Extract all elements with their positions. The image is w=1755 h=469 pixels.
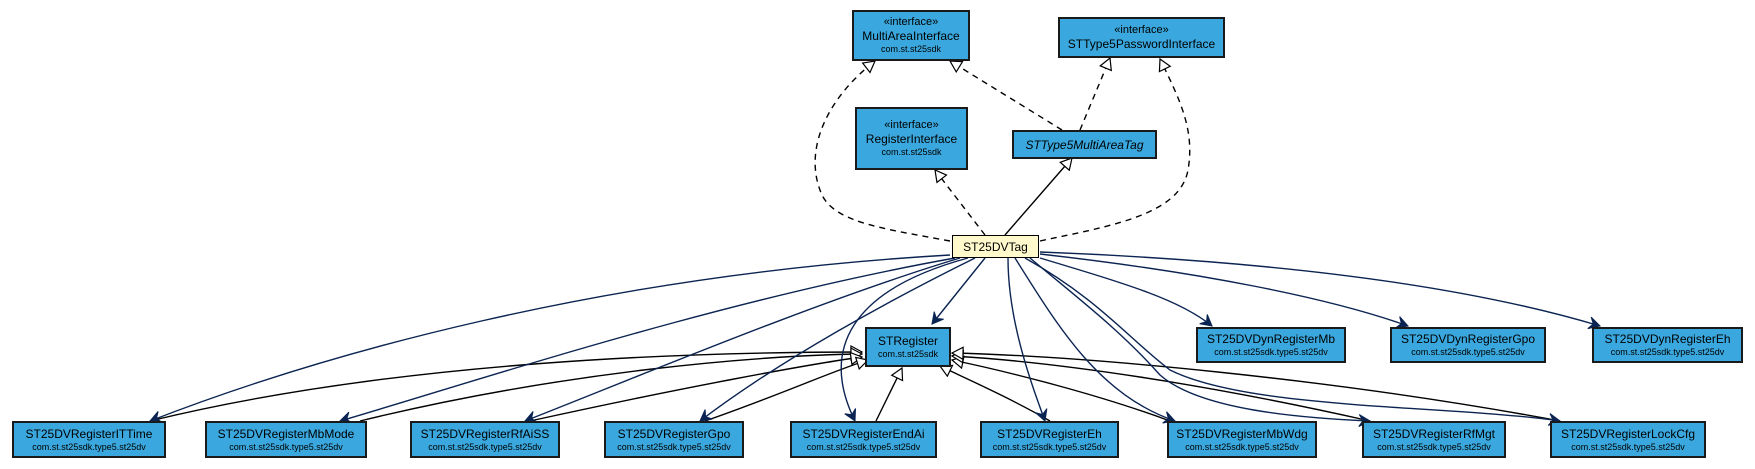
node-st25dv-register-gpo[interactable]: ST25DVRegisterGpo com.st.st25sdk.type5.s… [604, 421, 744, 458]
node-stereotype: «interface» [884, 119, 939, 131]
edge-rfmgt-stregister [952, 356, 1371, 422]
node-title: ST25DVDynRegisterMb [1206, 332, 1336, 346]
edge-endai-stregister [875, 368, 902, 422]
edge-dvtag-eh [1007, 257, 1048, 422]
edge-gpo-stregister [704, 360, 868, 422]
edge-dvtag-dyneh [1039, 251, 1602, 330]
node-package: com.st.st25sdk.type5.st25dv [1377, 441, 1491, 452]
edge-mbmode-stregister [359, 354, 862, 422]
node-st25dv-dyn-register-gpo[interactable]: ST25DVDynRegisterGpo com.st.st25sdk.type… [1390, 327, 1546, 363]
node-title: ST25DVRegisterRfMgt [1372, 426, 1496, 441]
node-st25dv-dyn-register-eh[interactable]: ST25DVDynRegisterEh com.st.st25sdk.type5… [1592, 327, 1743, 363]
edge-dvtag-dynmb [1039, 257, 1213, 327]
node-package: com.st.st25sdk.type5.st25dv [32, 441, 146, 452]
node-multiarea-interface[interactable]: «interface» MultiAreaInterface com.st.st… [852, 10, 970, 61]
node-title: MultiAreaInterface [862, 29, 960, 43]
edge-rfaiss-stregister [529, 357, 862, 422]
edge-type5multiarea-type5pwd [1079, 58, 1110, 131]
node-package: com.st.st25sdk.type5.st25dv [1214, 347, 1328, 357]
edge-eh-stregister [940, 366, 1051, 422]
node-title: ST25DVRegisterMbWdg [1176, 426, 1308, 441]
node-st25dv-register-lockcfg[interactable]: ST25DVRegisterLockCfg com.st.st25sdk.typ… [1550, 421, 1706, 458]
node-title: STRegister [877, 334, 939, 348]
node-title: STType5MultiAreaTag [1025, 137, 1144, 152]
node-stereotype: «interface» [1114, 24, 1169, 36]
node-st25dv-tag[interactable]: ST25DVTag [952, 235, 1039, 258]
node-title: ST25DVRegisterITTime [25, 426, 153, 441]
edge-dvtag-type5pwd [1039, 59, 1191, 242]
edge-dvtag-register-interface [935, 170, 986, 236]
node-st25dv-register-ittime[interactable]: ST25DVRegisterITTime com.st.st25sdk.type… [12, 421, 166, 458]
node-package: com.st.st25sdk [881, 147, 942, 157]
edge-dvtag-type5multiarea [1004, 158, 1072, 236]
realization-edges [814, 58, 1191, 242]
node-package: com.st.st25sdk.type5.st25dv [1610, 347, 1725, 357]
node-package: com.st.st25sdk.type5.st25dv [1185, 441, 1299, 452]
node-title: ST25DVRegisterEndAi [802, 426, 925, 441]
node-st25dv-register-eh[interactable]: ST25DVRegisterEh com.st.st25sdk.type5.st… [980, 421, 1119, 458]
node-sttype5-multiarea-tag[interactable]: STType5MultiAreaTag [1012, 130, 1157, 159]
edge-dvtag-mbwdg [1014, 257, 1176, 424]
node-title: ST25DVRegisterLockCfg [1560, 426, 1696, 441]
node-package: com.st.st25sdk [877, 349, 939, 359]
node-title: ST25DVDynRegisterGpo [1400, 332, 1536, 346]
node-st25dv-dyn-register-mb[interactable]: ST25DVDynRegisterMb com.st.st25sdk.type5… [1196, 327, 1346, 363]
node-st25dv-register-endai[interactable]: ST25DVRegisterEndAi com.st.st25sdk.type5… [790, 421, 937, 458]
node-title: ST25DVDynRegisterEh [1604, 332, 1731, 346]
node-title: ST25DVRegisterMbMode [217, 426, 355, 441]
edge-dvtag-stregister [931, 257, 986, 325]
node-package: com.st.st25sdk.type5.st25dv [992, 441, 1107, 452]
edge-dvtag-it [149, 254, 951, 424]
node-package: com.st.st25sdk.type5.st25dv [1571, 441, 1685, 452]
node-stereotype: «interface» [883, 16, 939, 28]
node-package: com.st.st25sdk.type5.st25dv [806, 441, 921, 452]
edge-dvtag-rfmgt [1029, 257, 1372, 427]
edge-dvtag-multiarea [814, 61, 951, 242]
edge-mbwdg-stregister [952, 360, 1171, 422]
node-package: com.st.st25sdk [880, 44, 942, 54]
node-title: ST25DVTag [963, 239, 1028, 254]
edge-dvtag-endai [840, 257, 969, 422]
generalization-edges [149, 158, 1561, 422]
node-title: ST25DVRegisterGpo [617, 426, 731, 441]
node-package: com.st.st25sdk.type5.st25dv [1411, 347, 1525, 357]
edge-dvtag-lockcfg [1024, 257, 1562, 426]
node-title: ST25DVRegisterEh [997, 426, 1102, 441]
node-register-interface[interactable]: «interface» RegisterInterface com.st.st2… [855, 107, 968, 170]
node-st25dv-register-mbmode[interactable]: ST25DVRegisterMbMode com.st.st25sdk.type… [205, 421, 367, 458]
association-edges [149, 251, 1602, 427]
node-package: com.st.st25sdk.type5.st25dv [229, 441, 343, 452]
node-package: com.st.st25sdk.type5.st25dv [428, 441, 542, 452]
edge-lockcfg-stregister [952, 353, 1561, 422]
node-st25dv-register-rfaiss[interactable]: ST25DVRegisterRfAiSS com.st.st25sdk.type… [410, 421, 560, 458]
node-title: STType5PasswordInterface [1067, 37, 1216, 51]
edge-it-stregister [149, 352, 862, 422]
edge-dvtag-mbmode [338, 257, 956, 425]
edge-dvtag-gpo [699, 257, 976, 422]
node-title: RegisterInterface [865, 132, 958, 146]
node-st25dv-register-mbwdg[interactable]: ST25DVRegisterMbWdg com.st.st25sdk.type5… [1167, 421, 1317, 458]
node-st25dv-register-rfmgt[interactable]: ST25DVRegisterRfMgt com.st.st25sdk.type5… [1362, 421, 1506, 458]
edge-dvtag-dyngpo [1039, 253, 1409, 329]
edge-dvtag-rfaiss [524, 257, 961, 424]
node-sttype5-password-interface[interactable]: «interface» STType5PasswordInterface [1058, 17, 1225, 58]
node-package: com.st.st25sdk.type5.st25dv [617, 441, 731, 452]
node-title: ST25DVRegisterRfAiSS [420, 426, 550, 441]
node-stregister[interactable]: STRegister com.st.st25sdk [865, 327, 951, 367]
